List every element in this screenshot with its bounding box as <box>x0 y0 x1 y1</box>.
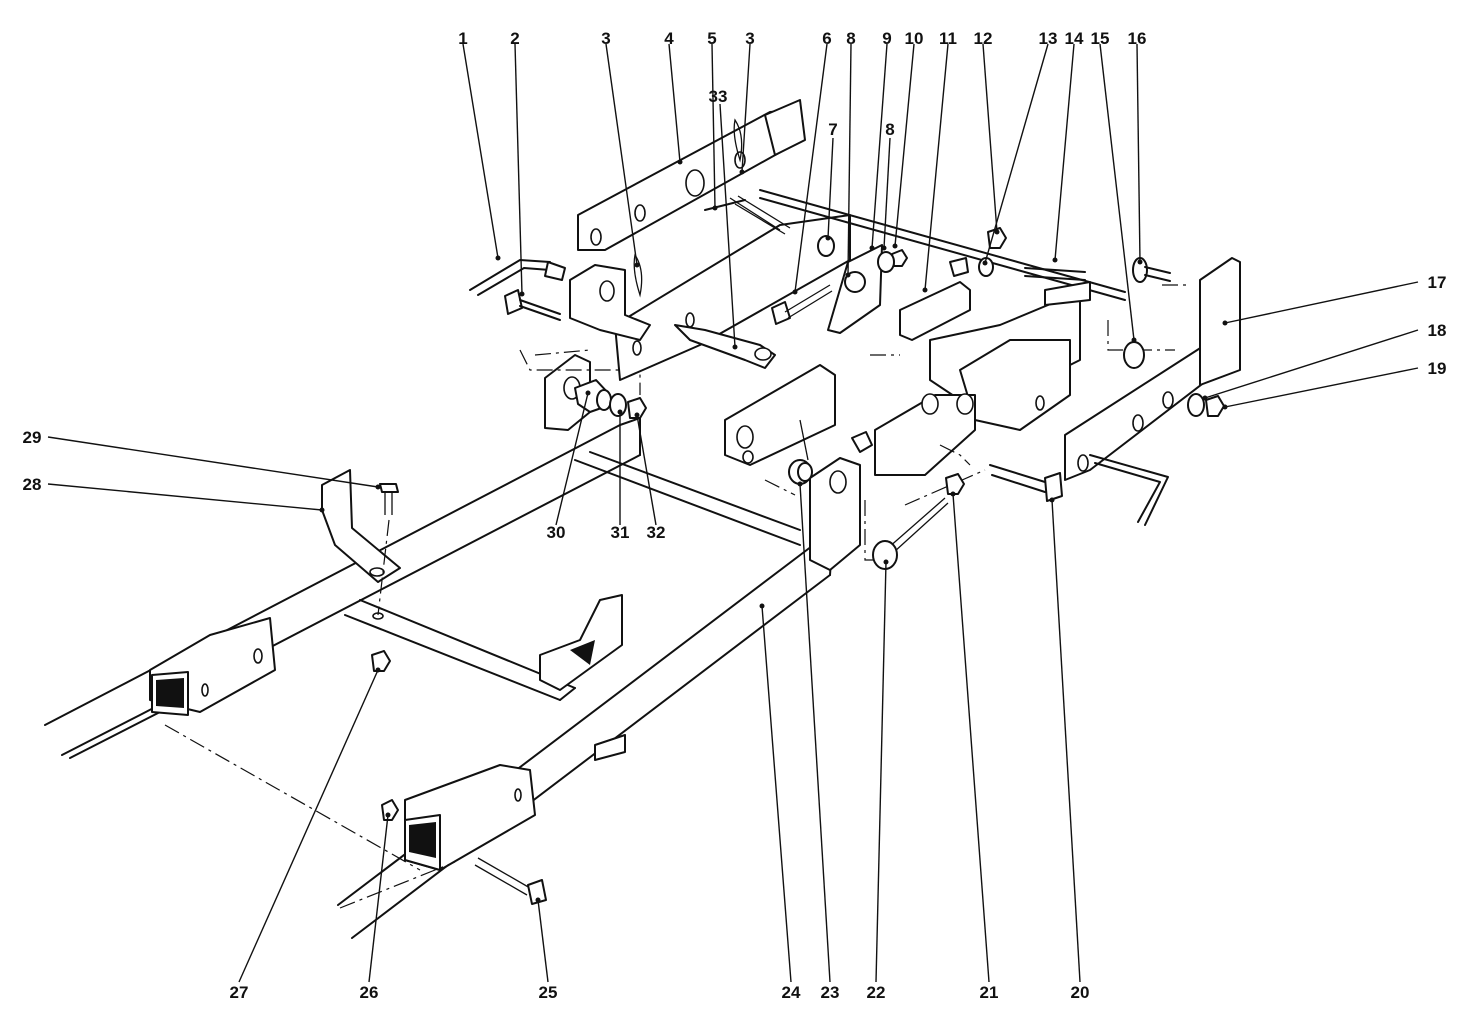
callout-6: 6 <box>822 29 831 48</box>
callout-8a: 8 <box>846 29 855 48</box>
washer-18 <box>1187 393 1205 417</box>
nut-21 <box>945 473 965 495</box>
callout-30: 30 <box>547 523 566 542</box>
callout-8b: 8 <box>885 120 894 139</box>
callout-25: 25 <box>539 983 558 1002</box>
nut-32 <box>627 397 647 419</box>
bolt-2 <box>504 289 561 321</box>
callout-16: 16 <box>1128 29 1147 48</box>
washer-8 <box>844 271 866 293</box>
bolt-6 <box>771 284 833 325</box>
callout-31: 31 <box>611 523 630 542</box>
callout-29: 29 <box>23 428 42 447</box>
washer-9 <box>877 251 895 273</box>
nut-27 <box>371 650 391 672</box>
bolt-22 <box>872 497 949 570</box>
bolt-25 <box>474 857 547 905</box>
nut-26 <box>381 799 399 821</box>
left-front-tube <box>149 617 276 716</box>
bolt-16 <box>1132 257 1171 283</box>
callout-26: 26 <box>360 983 379 1002</box>
callout-24: 24 <box>782 983 801 1002</box>
callout-23: 23 <box>821 983 840 1002</box>
callout-17: 17 <box>1428 273 1447 292</box>
callout-14: 14 <box>1065 29 1084 48</box>
callout-13: 13 <box>1039 29 1058 48</box>
callout-3b: 3 <box>745 29 754 48</box>
callout-28: 28 <box>23 475 42 494</box>
bushing-30 <box>574 379 612 413</box>
callout-7: 7 <box>828 120 837 139</box>
main-frame <box>44 349 861 939</box>
callout-32: 32 <box>647 523 666 542</box>
bolt-20 <box>989 464 1063 502</box>
callout-21: 21 <box>980 983 999 1002</box>
bolt-29 <box>379 483 399 515</box>
callout-3a: 3 <box>601 29 610 48</box>
callout-20: 20 <box>1071 983 1090 1002</box>
callout-33: 33 <box>709 87 728 106</box>
callout-18: 18 <box>1428 321 1447 340</box>
callout-9: 9 <box>882 29 891 48</box>
callouts: 1 2 3 4 5 3 6 7 8 8 9 10 11 12 13 14 15 … <box>23 29 1447 1002</box>
callout-5: 5 <box>707 29 716 48</box>
callout-22: 22 <box>867 983 886 1002</box>
callout-27: 27 <box>230 983 249 1002</box>
callout-12: 12 <box>974 29 993 48</box>
right-front-tube <box>404 764 536 871</box>
callout-11: 11 <box>939 29 957 48</box>
callout-10: 10 <box>905 29 924 48</box>
bushing-23 <box>788 419 813 485</box>
callout-19: 19 <box>1428 359 1447 378</box>
hardware <box>371 227 1225 905</box>
callout-15: 15 <box>1091 29 1110 48</box>
washer-15 <box>1123 341 1145 369</box>
spacer-7 <box>817 235 835 257</box>
callout-4: 4 <box>664 29 674 48</box>
nut-19 <box>1205 395 1225 417</box>
callout-2: 2 <box>510 29 519 48</box>
callout-1: 1 <box>458 29 467 48</box>
